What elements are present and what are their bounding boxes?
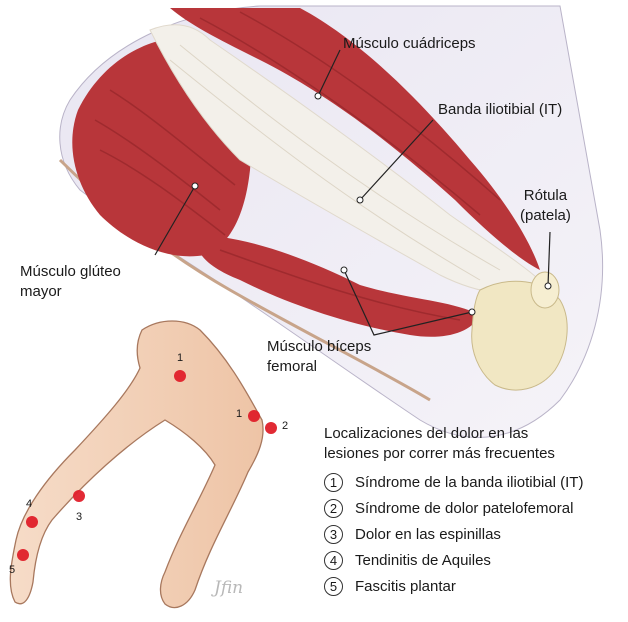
pain-marker-4: [26, 516, 38, 528]
legend-text: Fascitis plantar: [355, 578, 456, 595]
label-gluteus: Músculo glúteo mayor: [20, 262, 121, 302]
label-biceps-femoris: Músculo bíceps femoral: [267, 337, 371, 377]
legend-number: 3: [324, 525, 343, 544]
legend-number: 2: [324, 499, 343, 518]
marker-number-5: 5: [9, 564, 15, 576]
legend-text: Síndrome de la banda iliotibial (IT): [355, 474, 583, 491]
legend-item: 1 Síndrome de la banda iliotibial (IT): [324, 469, 624, 495]
legend-number: 4: [324, 551, 343, 570]
label-patella: Rótula (patela): [520, 186, 571, 226]
pain-marker-5: [17, 549, 29, 561]
legend-item: 5 Fascitis plantar: [324, 573, 624, 599]
legend-item: 3 Dolor en las espinillas: [324, 521, 624, 547]
label-quadriceps: Músculo cuádriceps: [343, 34, 476, 54]
pain-marker-1a: [174, 370, 186, 382]
legend-number: 5: [324, 577, 343, 596]
legend-text: Dolor en las espinillas: [355, 526, 501, 543]
marker-number-1a: 1: [177, 352, 183, 364]
legend-title: Localizaciones del dolor en las lesiones…: [324, 424, 624, 464]
pain-marker-3: [73, 490, 85, 502]
legend-item: 2 Síndrome de dolor patelofemoral: [324, 495, 624, 521]
marker-number-2: 2: [282, 420, 288, 432]
marker-number-1b: 1: [236, 408, 242, 420]
marker-number-3: 3: [76, 511, 82, 523]
legend-text: Síndrome de dolor patelofemoral: [355, 500, 573, 517]
legend-item: 4 Tendinitis de Aquiles: [324, 547, 624, 573]
legend-number: 1: [324, 473, 343, 492]
artist-signature: Jfin: [214, 578, 243, 598]
legend-text: Tendinitis de Aquiles: [355, 552, 491, 569]
pain-legend: Localizaciones del dolor en las lesiones…: [324, 424, 624, 599]
pain-marker-2: [265, 422, 277, 434]
pain-marker-1b: [248, 410, 260, 422]
marker-number-4: 4: [26, 498, 32, 510]
label-it-band: Banda iliotibial (IT): [438, 100, 562, 120]
small-leg: [10, 321, 263, 608]
patella-bone: [531, 272, 559, 308]
